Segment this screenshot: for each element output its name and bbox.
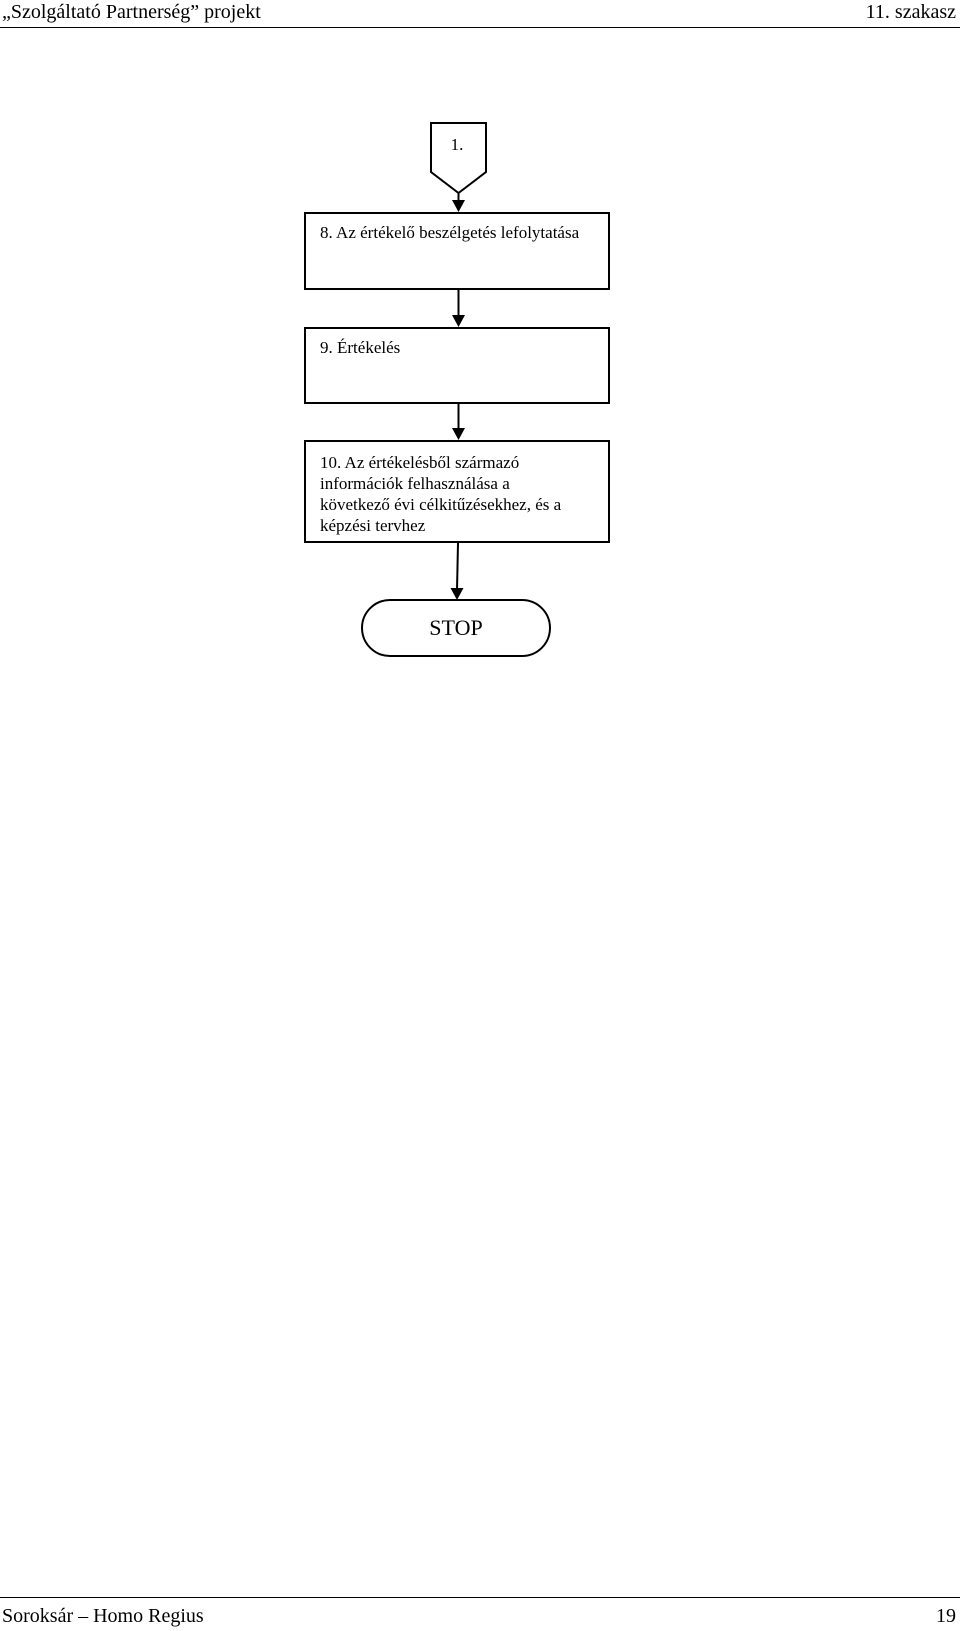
step-9-box: 9. Értékelés [304,327,610,404]
flowchart [361,122,551,657]
page-header: „Szolgáltató Partnerség” projekt 11. sza… [0,0,960,26]
step-10-box: 10. Az értékelésből származó információk… [304,440,610,543]
footer-divider [0,1597,960,1598]
off-page-connector-shape [430,122,487,195]
stop-terminator-shape [361,599,551,657]
arrowhead [452,428,465,440]
header-divider [0,27,960,28]
footer-author: Soroksár – Homo Regius [2,1605,204,1627]
connector-label: 1. [450,135,464,154]
arrowhead [452,315,465,327]
step-10-line: 10. Az értékelésből származó [320,453,520,472]
arrow-step10-to-stop [456,542,459,591]
stop-label: STOP [429,615,483,640]
arrowhead [450,588,464,600]
step-8-box: 8. Az értékelő beszélgetés lefolytatása [304,212,610,290]
arrowhead [452,200,465,212]
page-number: 19 [936,1605,956,1627]
step-10-line: információk felhasználása a [320,474,510,493]
step-10-line: képzési tervhez [320,516,426,535]
step-10-line: következő évi célkitűzésekhez, és a [320,495,562,514]
project-title: „Szolgáltató Partnerség” projekt [2,1,261,23]
section-label: 11. szakasz [865,1,956,23]
